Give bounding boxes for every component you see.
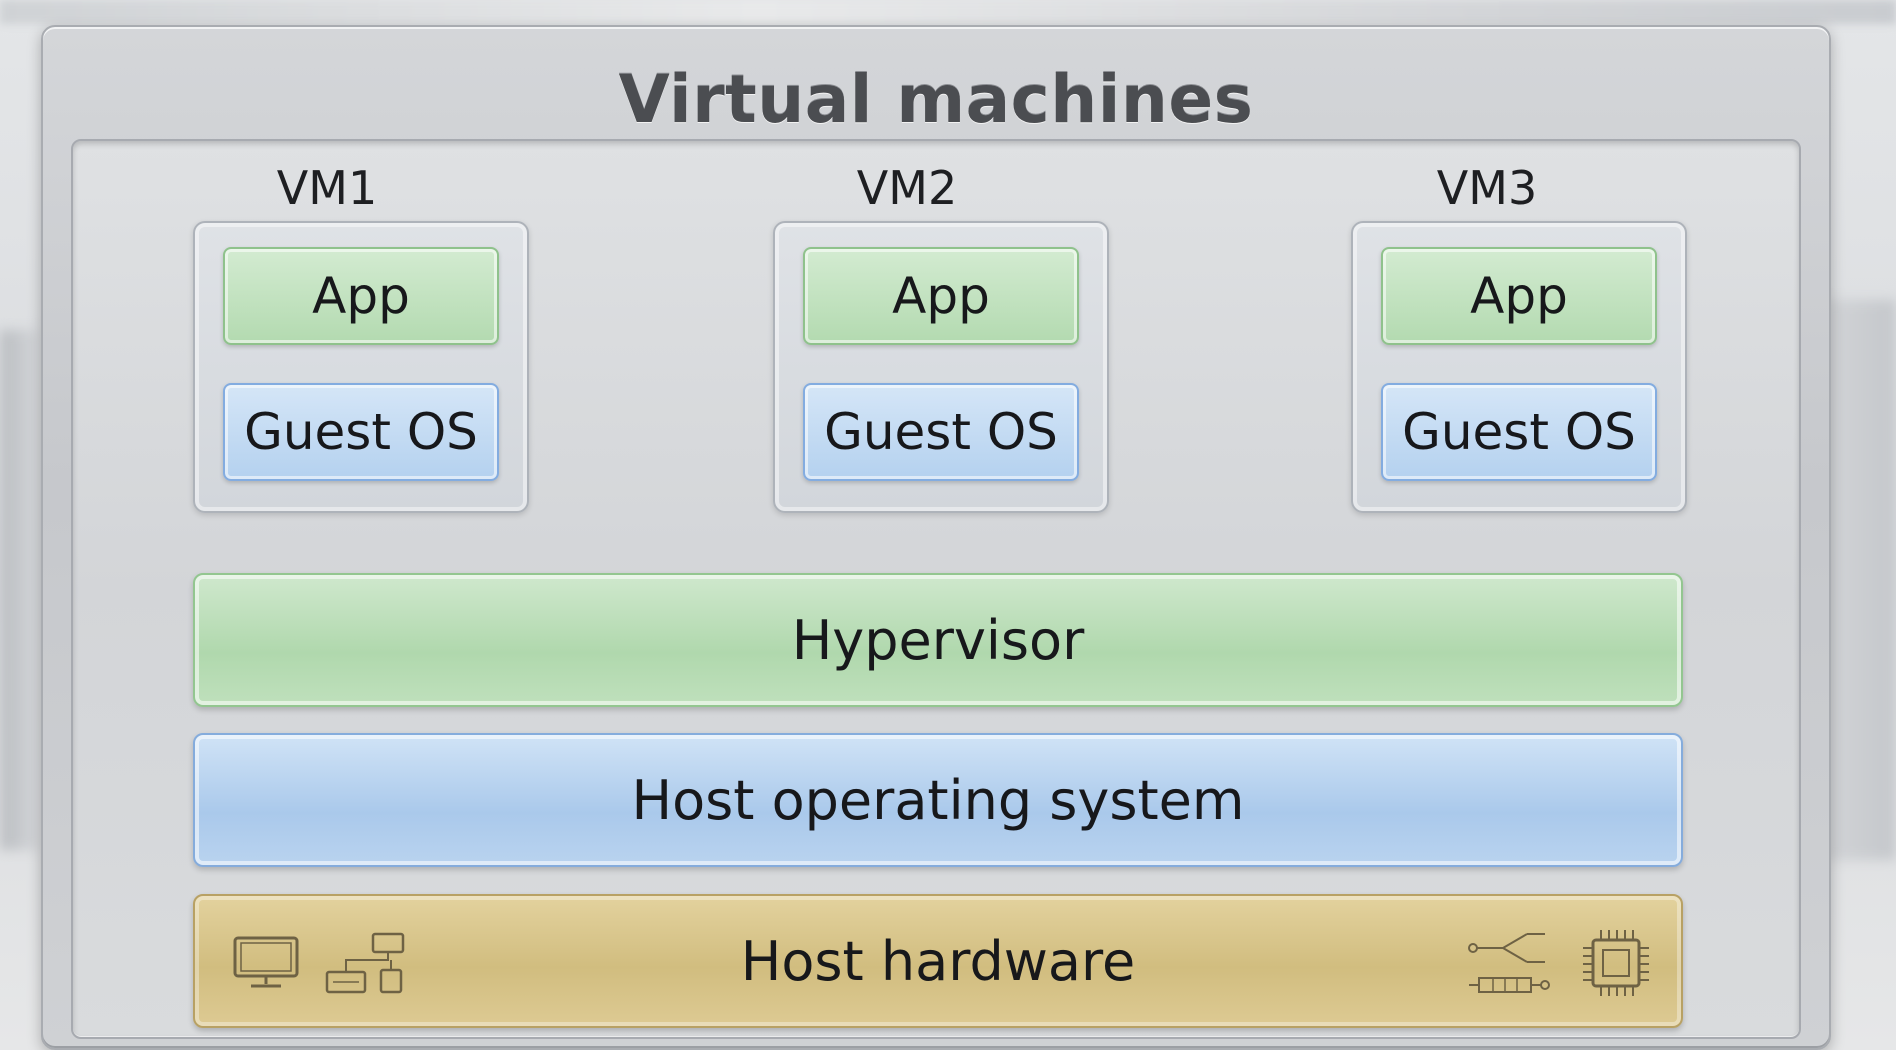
host-os-label: Host operating system (631, 768, 1245, 832)
vm-stack-panel: VM1 App Guest OS VM2 App Guest OS VM3 Ap… (71, 139, 1801, 1039)
diagram-title: Virtual machines (618, 61, 1254, 138)
cpu-chip-icon (1583, 930, 1649, 996)
vm2-label: VM2 (856, 161, 958, 215)
hypervisor-layer: Hypervisor (193, 573, 1683, 707)
vm1-app-block: App (223, 247, 499, 345)
host-hardware-layer: Host hardware (193, 894, 1683, 1028)
monitor-icon (233, 936, 299, 988)
host-os-layer: Host operating system (193, 733, 1683, 867)
background-left (0, 330, 40, 850)
vm3-label: VM3 (1436, 161, 1538, 215)
vm2-guest-os-block: Guest OS (803, 383, 1079, 481)
network-icon (325, 932, 405, 994)
host-hardware-label: Host hardware (740, 929, 1136, 993)
vm1-guest-os-block: Guest OS (223, 383, 499, 481)
vm2-app-block: App (803, 247, 1079, 345)
vm3-app-block: App (1381, 247, 1657, 345)
hypervisor-label: Hypervisor (791, 608, 1085, 672)
vm3-box: App Guest OS (1351, 221, 1687, 513)
background-right (1826, 300, 1896, 860)
virtual-machines-panel: Virtual machines VM1 App Guest OS VM2 Ap… (41, 25, 1831, 1050)
vm1-label: VM1 (276, 161, 378, 215)
background-top (0, 0, 1896, 24)
vm3-guest-os-block: Guest OS (1381, 383, 1657, 481)
circuit-icon (1468, 933, 1550, 993)
vm1-box: App Guest OS (193, 221, 529, 513)
vm2-box: App Guest OS (773, 221, 1109, 513)
